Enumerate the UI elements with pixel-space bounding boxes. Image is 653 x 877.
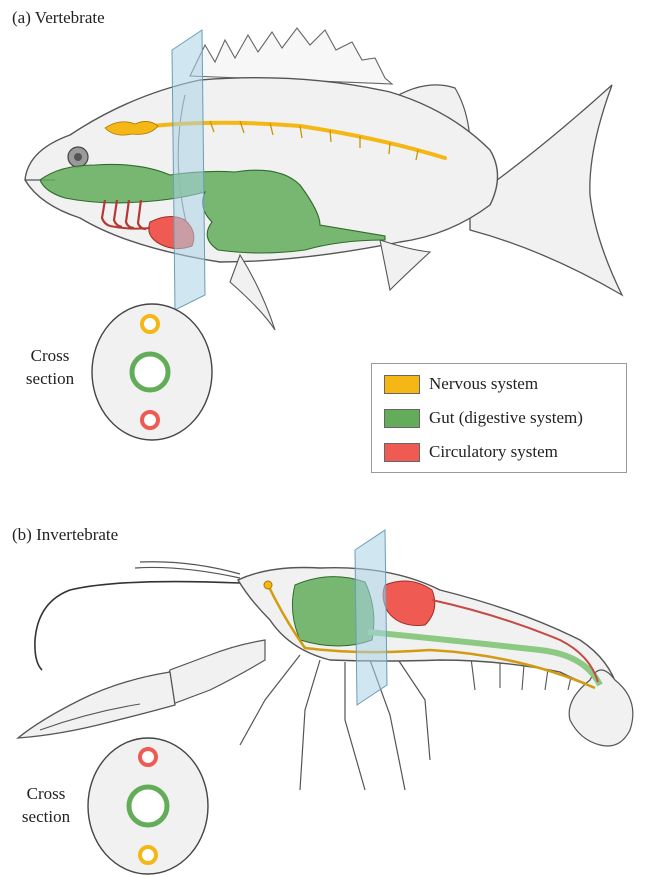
crayfish-tail-fan xyxy=(568,669,634,747)
crayfish-antennule-2 xyxy=(139,561,241,575)
legend-item-nervous: Nervous system xyxy=(384,372,538,396)
crayfish-intestine xyxy=(367,629,603,687)
vertebrate-cross-section-vessel xyxy=(140,410,160,430)
fish-aorta xyxy=(109,225,151,230)
vertebrate-cross-section-gut xyxy=(129,351,171,393)
legend-swatch-gut xyxy=(384,408,420,428)
fish-tail-fin xyxy=(469,84,624,297)
vertebrate-cross-section xyxy=(91,303,213,441)
crayfish-ventral-nerve-cord xyxy=(266,584,596,690)
fish-anal-fin xyxy=(379,239,432,292)
crayfish-antennule xyxy=(134,566,241,579)
vertebrate-cross-section-label: Cross section xyxy=(25,346,75,388)
vertebrate-cross-section-nerve xyxy=(140,314,160,334)
legend-label-circulatory: Circulatory system xyxy=(429,442,558,461)
invertebrate-cross-section-nerve xyxy=(138,845,158,865)
legend-item-gut: Gut (digestive system) xyxy=(384,406,583,430)
invertebrate-panel-title: (b) Invertebrate xyxy=(12,525,119,544)
crayfish-dorsal-artery xyxy=(431,599,599,683)
invertebrate-cross-section xyxy=(87,737,209,875)
crayfish-claw xyxy=(16,671,176,739)
crayfish-claw-gap xyxy=(39,703,141,731)
vertebrate-panel-title: (a) Vertebrate xyxy=(12,8,105,27)
legend-swatch-nervous xyxy=(384,374,420,394)
crayfish-long-antenna xyxy=(34,580,241,671)
crayfish-claw-arm xyxy=(164,639,266,706)
vertebrate-section-plane xyxy=(171,29,206,311)
fish-nerve-branches xyxy=(209,120,419,161)
fish-illustration xyxy=(24,27,624,331)
crayfish-walking-legs xyxy=(239,654,431,791)
fish-brain xyxy=(104,121,159,136)
legend-item-circulatory: Circulatory system xyxy=(384,440,558,464)
fish-nerve-cord xyxy=(116,120,447,160)
crayfish-illustration xyxy=(16,561,634,791)
invertebrate-section-plane xyxy=(354,529,388,706)
legend-swatch-circulatory xyxy=(384,442,420,462)
fish-pelvic-fin xyxy=(229,253,276,331)
fish-eye-pupil xyxy=(74,153,82,161)
crayfish-brain xyxy=(263,580,273,590)
invertebrate-cross-section-vessel xyxy=(138,747,158,767)
legend-label-gut: Gut (digestive system) xyxy=(429,408,583,427)
invertebrate-cross-section-label: Cross section xyxy=(21,784,71,826)
fish-dorsal-fin-spiny xyxy=(189,27,394,85)
invertebrate-cross-section-gut xyxy=(126,784,170,828)
legend-label-nervous: Nervous system xyxy=(429,374,539,393)
legend: Nervous system Gut (digestive system) Ci… xyxy=(371,363,627,473)
